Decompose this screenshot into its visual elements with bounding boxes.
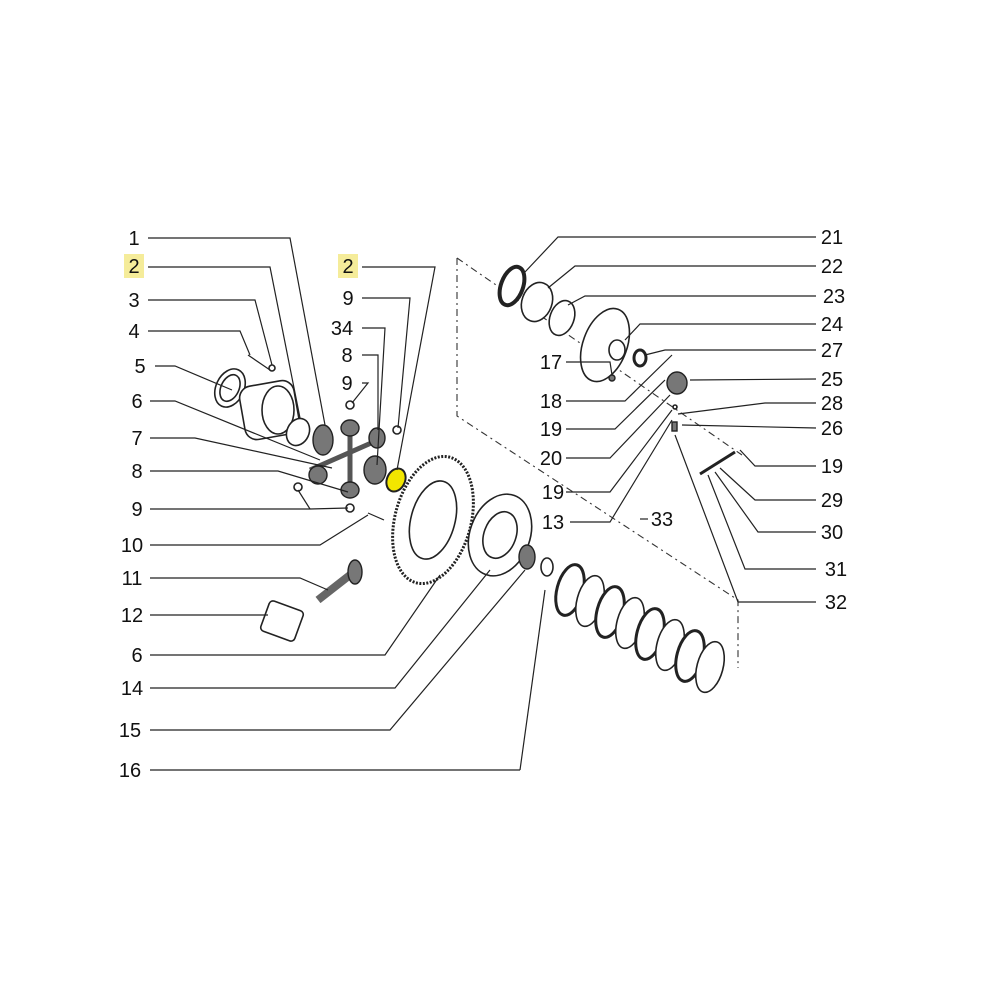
label-11: 11 [122, 568, 143, 590]
gear-34 [363, 455, 387, 485]
clutch-housing-14-inner [482, 510, 518, 560]
ring-27 [632, 348, 648, 368]
bearing-25 [666, 371, 688, 395]
label-29: 29 [821, 490, 843, 512]
label-8: 8 [131, 461, 142, 483]
right-labels: 21 22 23 24 27 25 28 26 19 29 30 31 32 [821, 227, 847, 614]
bearing-5-inner [219, 373, 241, 403]
label-21: 21 [821, 227, 843, 249]
label-9-middle-b: 9 [341, 373, 352, 395]
highlight-box-left [124, 254, 144, 278]
label-9: 9 [131, 499, 142, 521]
piston-24 [579, 307, 631, 383]
label-1: 1 [128, 228, 139, 250]
left-labels: 1 2 3 4 5 6 7 8 9 10 11 12 6 14 15 16 [119, 228, 146, 782]
pin-29-31 [699, 450, 736, 476]
flange-12 [259, 600, 305, 642]
label-26: 26 [821, 418, 843, 440]
label-32: 32 [825, 592, 847, 614]
nut-17 [608, 374, 616, 382]
label-8-middle: 8 [341, 345, 352, 367]
ring-15 [540, 557, 554, 577]
label-13: 13 [542, 512, 564, 534]
label-17: 17 [540, 352, 562, 374]
inner-labels: 17 18 19 20 19 13 33 [540, 352, 673, 534]
leader-lines [148, 236, 817, 771]
washer-3 [268, 364, 276, 372]
spider-shaft-h [308, 437, 380, 473]
label-25: 25 [821, 369, 843, 391]
shim-2-highlighted [385, 467, 407, 493]
parts [213, 264, 736, 694]
label-15: 15 [119, 720, 141, 742]
pinion-8c [308, 465, 328, 485]
label-28: 28 [821, 393, 843, 415]
bolt-4 [247, 354, 271, 371]
label-2-highlighted: 2 [128, 256, 139, 278]
label-22: 22 [821, 256, 843, 278]
bolt-10 [367, 512, 385, 521]
gear-1 [312, 424, 334, 456]
label-2-middle-highlighted: 2 [342, 256, 353, 278]
pinion-8b [368, 427, 386, 449]
label-14: 14 [121, 678, 143, 700]
pinion-shaft-11 [315, 571, 353, 604]
case-face [261, 385, 295, 435]
label-18: 18 [540, 391, 562, 413]
label-23: 23 [823, 286, 845, 308]
label-10: 10 [121, 535, 143, 557]
oring-23 [548, 299, 576, 337]
label-6: 6 [131, 391, 142, 413]
plug-26 [671, 421, 678, 432]
pinion-8a [340, 419, 360, 437]
shim-2-left [285, 417, 311, 447]
seal-21 [497, 264, 527, 308]
label-34: 34 [331, 318, 353, 340]
clutch-disc-pack-16-33 [554, 563, 726, 694]
piston-hub [608, 339, 626, 361]
label-19-inner-a: 19 [540, 419, 562, 441]
label-4: 4 [128, 321, 139, 343]
label-9-middle-a: 9 [342, 288, 353, 310]
pinion-8d [340, 481, 360, 499]
label-31: 31 [825, 559, 847, 581]
assembly-dash-outline [456, 258, 739, 668]
middle-labels: 2 9 34 8 9 [331, 256, 354, 395]
pin-28 [672, 404, 678, 410]
washer-9b [392, 425, 402, 435]
highlight-box-middle [338, 254, 358, 278]
label-20: 20 [540, 448, 562, 470]
label-30: 30 [821, 522, 843, 544]
label-12: 12 [121, 605, 143, 627]
label-19-right: 19 [821, 456, 843, 478]
label-5: 5 [134, 356, 145, 378]
label-7: 7 [131, 428, 142, 450]
label-3: 3 [128, 290, 139, 312]
label-6b: 6 [131, 645, 142, 667]
oring-22 [520, 281, 554, 323]
label-27: 27 [821, 340, 843, 362]
label-33: 33 [651, 509, 673, 531]
washer-9c [293, 482, 303, 492]
crown-wheel-hub [408, 480, 458, 560]
bearing-15 [518, 544, 536, 570]
pinion-head-11 [347, 559, 363, 585]
label-19-inner-b: 19 [542, 482, 564, 504]
label-24: 24 [821, 314, 843, 336]
label-16: 16 [119, 760, 141, 782]
